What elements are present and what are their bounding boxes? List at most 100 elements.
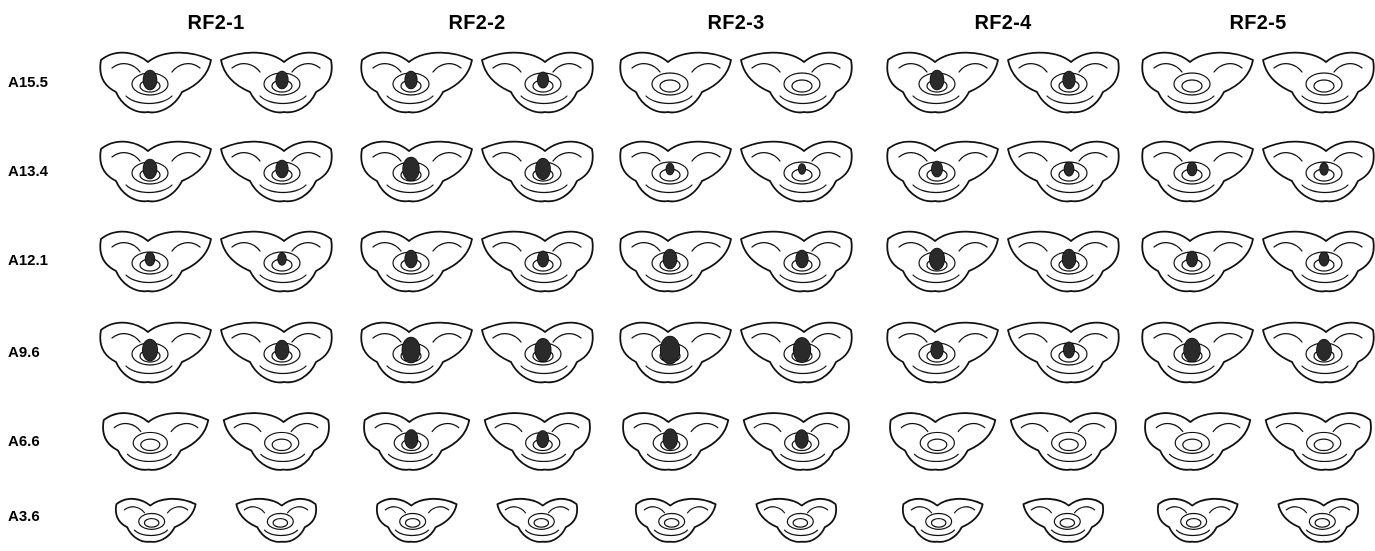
left-hemisection: [886, 321, 999, 384]
right-hemisection: [1277, 498, 1360, 543]
section-a13-4-rf2-3: [619, 140, 853, 203]
sulcus-line: [631, 333, 721, 343]
sulcus-line: [751, 152, 841, 162]
left-hemisection: [99, 230, 212, 293]
sulcus-line: [372, 63, 462, 73]
ventral-contour: [263, 529, 299, 537]
nucleus-contour: [919, 431, 956, 454]
sulcus-line: [113, 422, 199, 433]
nucleus-inner-contour: [791, 79, 813, 93]
sulcus-line: [1155, 422, 1241, 433]
sulcus-line: [111, 63, 201, 73]
hemisection-outline: [481, 230, 594, 293]
right-hemisection: [740, 140, 853, 203]
column-header-rf2-5: RF2-5: [1229, 12, 1287, 34]
right-hemisection: [481, 230, 594, 293]
ventral-contour: [1301, 365, 1349, 375]
right-hemisection: [740, 51, 853, 114]
hemisection-outline: [1007, 140, 1120, 203]
lesion-a13-4-rf2-3: [797, 163, 807, 175]
right-hemisection: [755, 498, 838, 543]
section-a3-6-rf2-3: [634, 498, 838, 543]
hemisection-outline: [220, 230, 333, 293]
hemisection-outline: [886, 230, 999, 293]
hemisection-outline: [886, 140, 999, 203]
sulcus-line: [492, 63, 582, 73]
sulcus-line: [1153, 63, 1243, 73]
left-hemisection: [1156, 498, 1239, 543]
nucleus-inner-contour: [927, 438, 948, 452]
ventral-contour: [125, 274, 173, 284]
ventral-contour: [125, 184, 173, 194]
hemisection-outline: [220, 321, 333, 384]
sulcus-line: [111, 333, 201, 343]
hemisection-outline: [481, 321, 594, 384]
left-hemisection: [619, 321, 732, 384]
nucleus-contour: [925, 512, 953, 530]
sulcus-line: [1018, 333, 1108, 343]
hemisection-outline: [619, 51, 732, 114]
ventral-contour: [394, 529, 430, 537]
hemisection-outline: [360, 230, 473, 293]
row-label-a13-4: A13.4: [8, 163, 49, 180]
sulcus-line: [1273, 333, 1363, 343]
lesion-a9-6-rf2-1: [142, 338, 158, 362]
ventral-contour: [386, 274, 434, 284]
nucleus-contour: [651, 72, 689, 96]
nucleus-contour: [138, 512, 166, 530]
left-hemisection: [360, 230, 473, 293]
ventral-contour: [920, 529, 956, 537]
lesion-a9-6-rf2-2: [534, 338, 552, 362]
ventral-contour: [645, 274, 693, 284]
right-hemisection: [496, 498, 579, 543]
left-hemisection: [360, 51, 473, 114]
sulcus-line: [643, 506, 709, 514]
hemisection-outline: [742, 412, 850, 471]
ventral-contour: [912, 365, 960, 375]
ventral-contour: [259, 274, 307, 284]
sulcus-line: [111, 242, 201, 252]
sulcus-line: [492, 152, 582, 162]
sulcus-line: [1273, 152, 1363, 162]
sulcus-line: [494, 422, 580, 433]
hemisection-outline: [360, 140, 473, 203]
hemisection-outline: [102, 412, 210, 471]
section-a6-6-rf2-1: [102, 412, 330, 471]
ventral-contour: [1175, 529, 1211, 537]
ventral-contour: [1050, 529, 1086, 537]
lesion-a9-6-rf2-4: [1063, 341, 1075, 359]
section-a13-4-rf2-5: [1141, 140, 1375, 203]
ventral-contour: [783, 529, 819, 537]
hemisection-outline: [481, 140, 594, 203]
lesion-a9-6-rf2-3: [659, 335, 681, 365]
left-hemisection: [1141, 140, 1254, 203]
section-a13-4-rf2-2: [360, 140, 594, 203]
lesion-a6-6-rf2-3: [794, 429, 809, 449]
section-a15-5-rf2-3: [619, 51, 853, 114]
nucleus-contour: [783, 72, 821, 96]
hemisection-outline: [1022, 498, 1105, 543]
ventral-contour: [1168, 453, 1214, 463]
nucleus-inner-contour: [404, 517, 421, 528]
nucleus-inner-contour: [140, 438, 161, 452]
sulcus-line: [231, 152, 321, 162]
right-hemisection: [740, 230, 853, 293]
sulcus-line: [1273, 63, 1363, 73]
right-hemisection: [1262, 321, 1375, 384]
hemisection-outline: [1007, 51, 1120, 114]
lesion-a13-4-rf2-2: [402, 156, 420, 182]
hemisection-outline: [622, 412, 730, 471]
right-hemisection: [1007, 230, 1120, 293]
nucleus-inner-contour: [143, 517, 160, 528]
lesion-a9-6-rf2-5: [1316, 338, 1332, 362]
lesion-a15-5-rf2-4: [929, 69, 945, 91]
section-a6-6-rf2-2: [363, 412, 591, 471]
left-hemisection: [886, 230, 999, 293]
ventral-contour: [1301, 274, 1349, 284]
hemisection-outline: [886, 321, 999, 384]
nucleus-contour: [263, 431, 300, 454]
lesion-a12-1-rf2-3: [795, 249, 809, 269]
section-a3-6-rf2-2: [375, 498, 579, 543]
hemisection-outline: [1141, 140, 1254, 203]
